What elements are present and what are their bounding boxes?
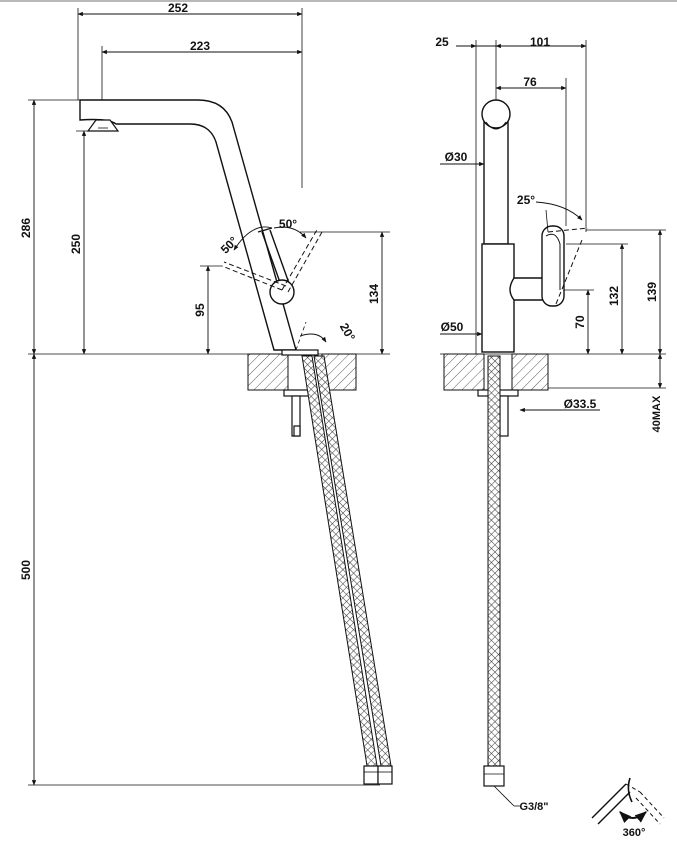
spout-head — [481, 99, 511, 129]
top-border — [0, 0, 677, 2]
label-70: 70 — [573, 315, 587, 329]
rotation-icon — [591, 777, 665, 825]
label-phi50: Ø50 — [441, 320, 464, 334]
body — [481, 243, 515, 353]
label-250: 250 — [69, 234, 83, 254]
label-phi30: Ø30 — [445, 150, 468, 164]
label-223: 223 — [190, 39, 210, 53]
hose-left — [301, 355, 379, 773]
label-286: 286 — [19, 218, 33, 238]
label-25-deg: 25° — [517, 193, 535, 207]
front-deck-right — [511, 353, 549, 391]
label-20: 20° — [337, 321, 358, 344]
side-view — [28, 8, 393, 786]
label-50-front: 50° — [279, 217, 297, 231]
label-360: 360° — [623, 827, 646, 839]
label-101: 101 — [530, 35, 550, 49]
handle — [509, 277, 547, 301]
label-76: 76 — [523, 75, 537, 89]
label-132: 132 — [607, 286, 621, 306]
spout-outline — [79, 99, 297, 351]
front-view-labels: 25 101 76 Ø30 25° Ø50 132 139 70 40MAX Ø… — [435, 35, 663, 813]
label-252: 252 — [168, 1, 188, 15]
label-134: 134 — [367, 284, 381, 304]
label-500: 500 — [19, 560, 33, 580]
aerator — [86, 119, 120, 132]
label-40max: 40MAX — [651, 395, 663, 432]
deck-left — [247, 353, 289, 391]
label-phi33-5: Ø33.5 — [564, 397, 597, 411]
label-139: 139 — [645, 282, 659, 302]
label-25: 25 — [435, 35, 449, 49]
label-50-back: 50° — [218, 234, 241, 257]
side-view-labels: 252 223 286 250 95 134 500 50° 50° 20° — [19, 1, 381, 580]
label-g3-8: G3/8" — [519, 801, 548, 813]
hose-right — [313, 355, 393, 773]
label-95: 95 — [193, 303, 207, 317]
lever — [257, 227, 295, 305]
front-deck-left — [443, 353, 485, 391]
front-hose — [487, 355, 501, 769]
front-view — [440, 40, 666, 807]
